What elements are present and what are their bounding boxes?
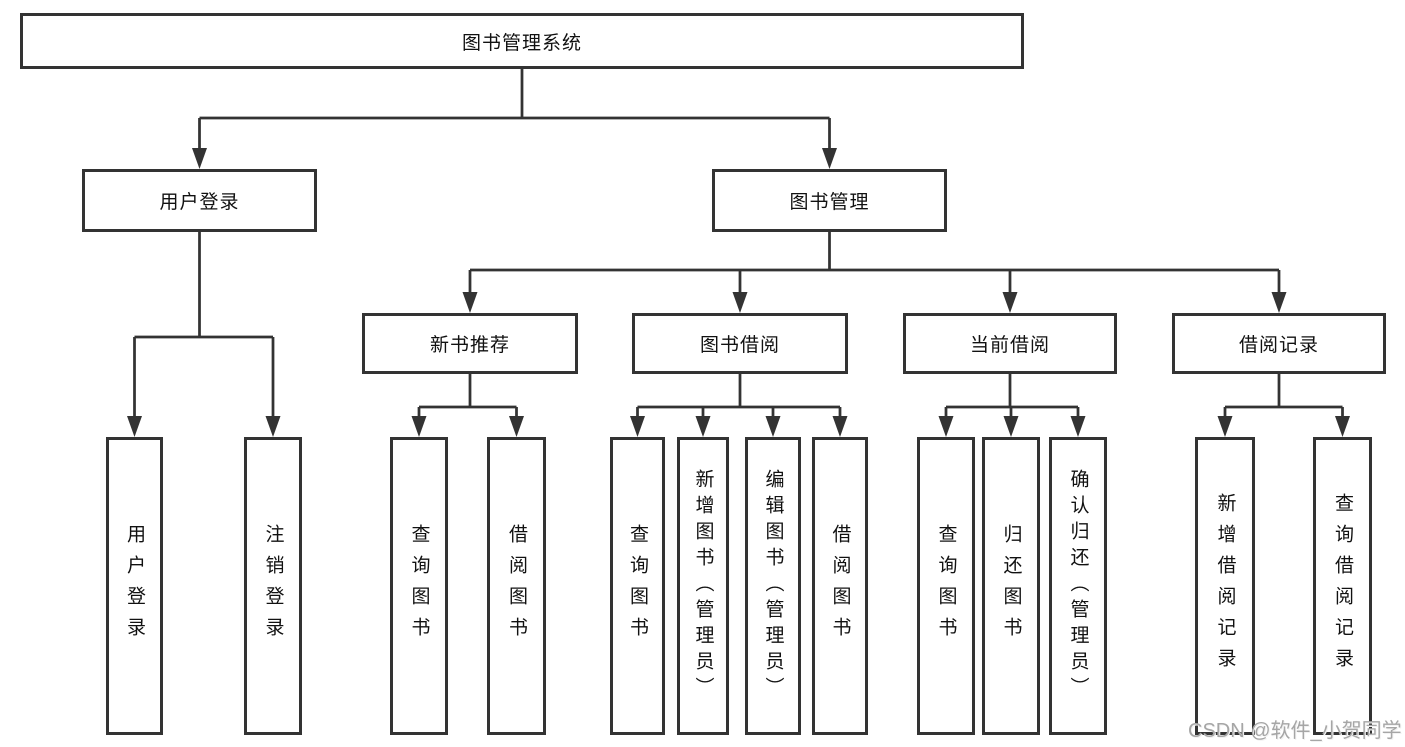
leaf-edit-book-admin-label: 编辑图书（管理员） xyxy=(762,469,784,703)
leaf-query-books-borrow: 查询图书 xyxy=(610,437,665,735)
leaf-return-book: 归还图书 xyxy=(982,437,1040,735)
leaf-edit-book-admin: 编辑图书（管理员） xyxy=(745,437,801,735)
node-current-borrow: 当前借阅 xyxy=(903,313,1117,374)
node-borrow-records-label: 借阅记录 xyxy=(1238,335,1319,356)
leaf-borrow-books-label: 借阅图书 xyxy=(829,524,851,648)
leaf-query-books-current: 查询图书 xyxy=(917,437,975,735)
node-root-label: 图书管理系统 xyxy=(461,32,582,54)
leaf-query-books-recommend: 查询图书 xyxy=(390,437,448,735)
leaf-query-books-borrow-label: 查询图书 xyxy=(627,524,648,648)
node-new-book-recommend-label: 新书推荐 xyxy=(429,335,510,356)
leaf-add-book-admin: 新增图书（管理员） xyxy=(677,437,729,735)
leaf-confirm-return-admin-label: 确认归还（管理员） xyxy=(1067,469,1089,703)
leaf-add-borrow-record-label: 新增借阅记录 xyxy=(1214,493,1236,679)
node-user-login-label: 用户登录 xyxy=(159,192,240,213)
node-user-login: 用户登录 xyxy=(82,169,317,232)
leaf-borrow-books-recommend: 借阅图书 xyxy=(487,437,546,735)
leaf-logout: 注销登录 xyxy=(244,437,302,735)
watermark: CSDN @软件_小贺同学 xyxy=(1188,720,1402,742)
leaf-return-book-label: 归还图书 xyxy=(1000,524,1022,648)
leaf-query-books-recommend-label: 查询图书 xyxy=(408,524,430,648)
node-current-borrow-label: 当前借阅 xyxy=(969,335,1050,356)
leaf-borrow-books: 借阅图书 xyxy=(812,437,868,735)
leaf-confirm-return-admin: 确认归还（管理员） xyxy=(1049,437,1107,735)
leaf-borrow-books-recommend-label: 借阅图书 xyxy=(506,524,527,648)
leaf-query-borrow-record-label: 查询借阅记录 xyxy=(1332,493,1353,679)
node-book-management: 图书管理 xyxy=(712,169,947,232)
node-new-book-recommend: 新书推荐 xyxy=(362,313,578,374)
node-book-borrow-label: 图书借阅 xyxy=(699,335,780,356)
node-book-borrow: 图书借阅 xyxy=(632,313,848,374)
leaf-user-login: 用户登录 xyxy=(106,437,163,735)
leaf-query-books-current-label: 查询图书 xyxy=(935,524,957,648)
node-root: 图书管理系统 xyxy=(20,13,1024,69)
node-borrow-records: 借阅记录 xyxy=(1172,313,1386,374)
leaf-user-login-label: 用户登录 xyxy=(124,524,145,648)
leaf-add-borrow-record: 新增借阅记录 xyxy=(1195,437,1255,735)
leaf-add-book-admin-label: 新增图书（管理员） xyxy=(692,469,714,703)
node-book-management-label: 图书管理 xyxy=(789,192,870,213)
leaf-query-borrow-record: 查询借阅记录 xyxy=(1313,437,1372,735)
leaf-logout-label: 注销登录 xyxy=(262,524,284,648)
